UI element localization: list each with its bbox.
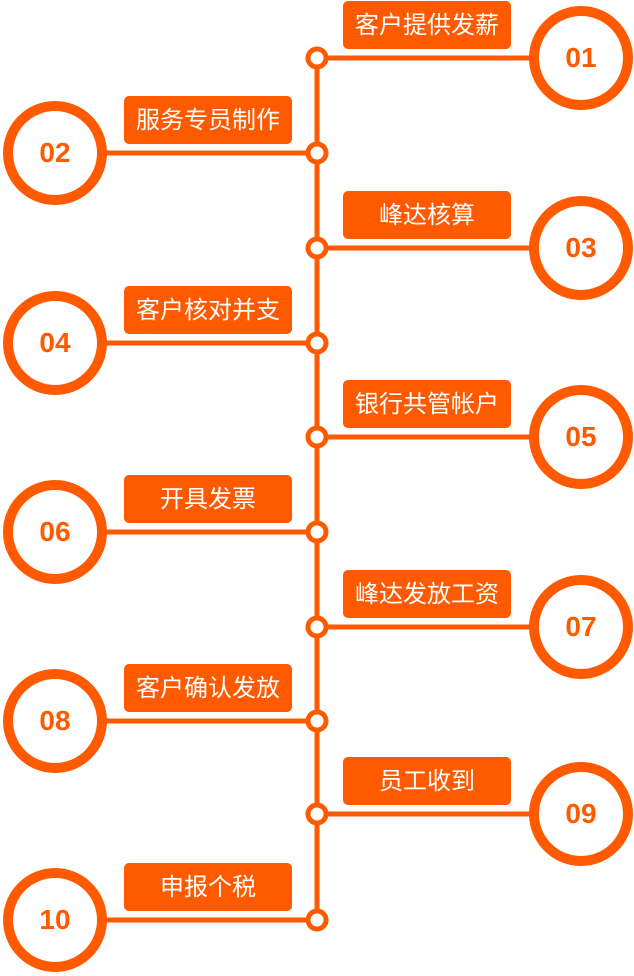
step-label: 客户核对并支 <box>124 286 292 334</box>
step-label: 峰达核算 <box>343 191 511 239</box>
step-number: 09 <box>565 798 597 829</box>
step-number-circle <box>529 196 633 300</box>
step-label: 客户确认发放 <box>124 664 292 712</box>
timeline-node <box>305 615 329 639</box>
step-number-circle <box>3 291 107 395</box>
step-label: 员工收到 <box>343 757 511 805</box>
step-number: 03 <box>565 232 597 263</box>
timeline-node <box>305 331 329 355</box>
step-number-circle <box>3 669 107 773</box>
timeline-node <box>305 520 329 544</box>
step-label: 申报个税 <box>124 863 292 911</box>
step-number: 05 <box>565 421 597 452</box>
timeline-node <box>305 802 329 826</box>
timeline-node <box>305 908 329 932</box>
step-number: 02 <box>39 137 71 168</box>
timeline-node <box>305 236 329 260</box>
step-label: 银行共管帐户 <box>343 380 511 428</box>
step-label: 峰达发放工资 <box>343 570 511 618</box>
step-number: 01 <box>565 42 597 73</box>
timeline-node <box>305 709 329 733</box>
step-number: 07 <box>565 611 597 642</box>
step-number-circle <box>3 101 107 205</box>
step-number: 08 <box>39 705 71 736</box>
timeline-node <box>305 425 329 449</box>
timeline-node <box>305 141 329 165</box>
step-number: 04 <box>39 327 71 358</box>
timeline-node <box>305 46 329 70</box>
step-number-circle <box>3 868 107 972</box>
step-number-circle <box>529 6 633 110</box>
step-number-circle <box>529 762 633 866</box>
step-number-circle <box>3 480 107 584</box>
step-label: 客户提供发薪 <box>343 1 511 49</box>
step-number-circle <box>529 575 633 679</box>
step-number: 10 <box>39 904 71 935</box>
step-label: 服务专员制作 <box>124 96 292 144</box>
step-number: 06 <box>39 516 71 547</box>
step-label: 开具发票 <box>124 475 292 523</box>
step-number-circle <box>529 385 633 489</box>
